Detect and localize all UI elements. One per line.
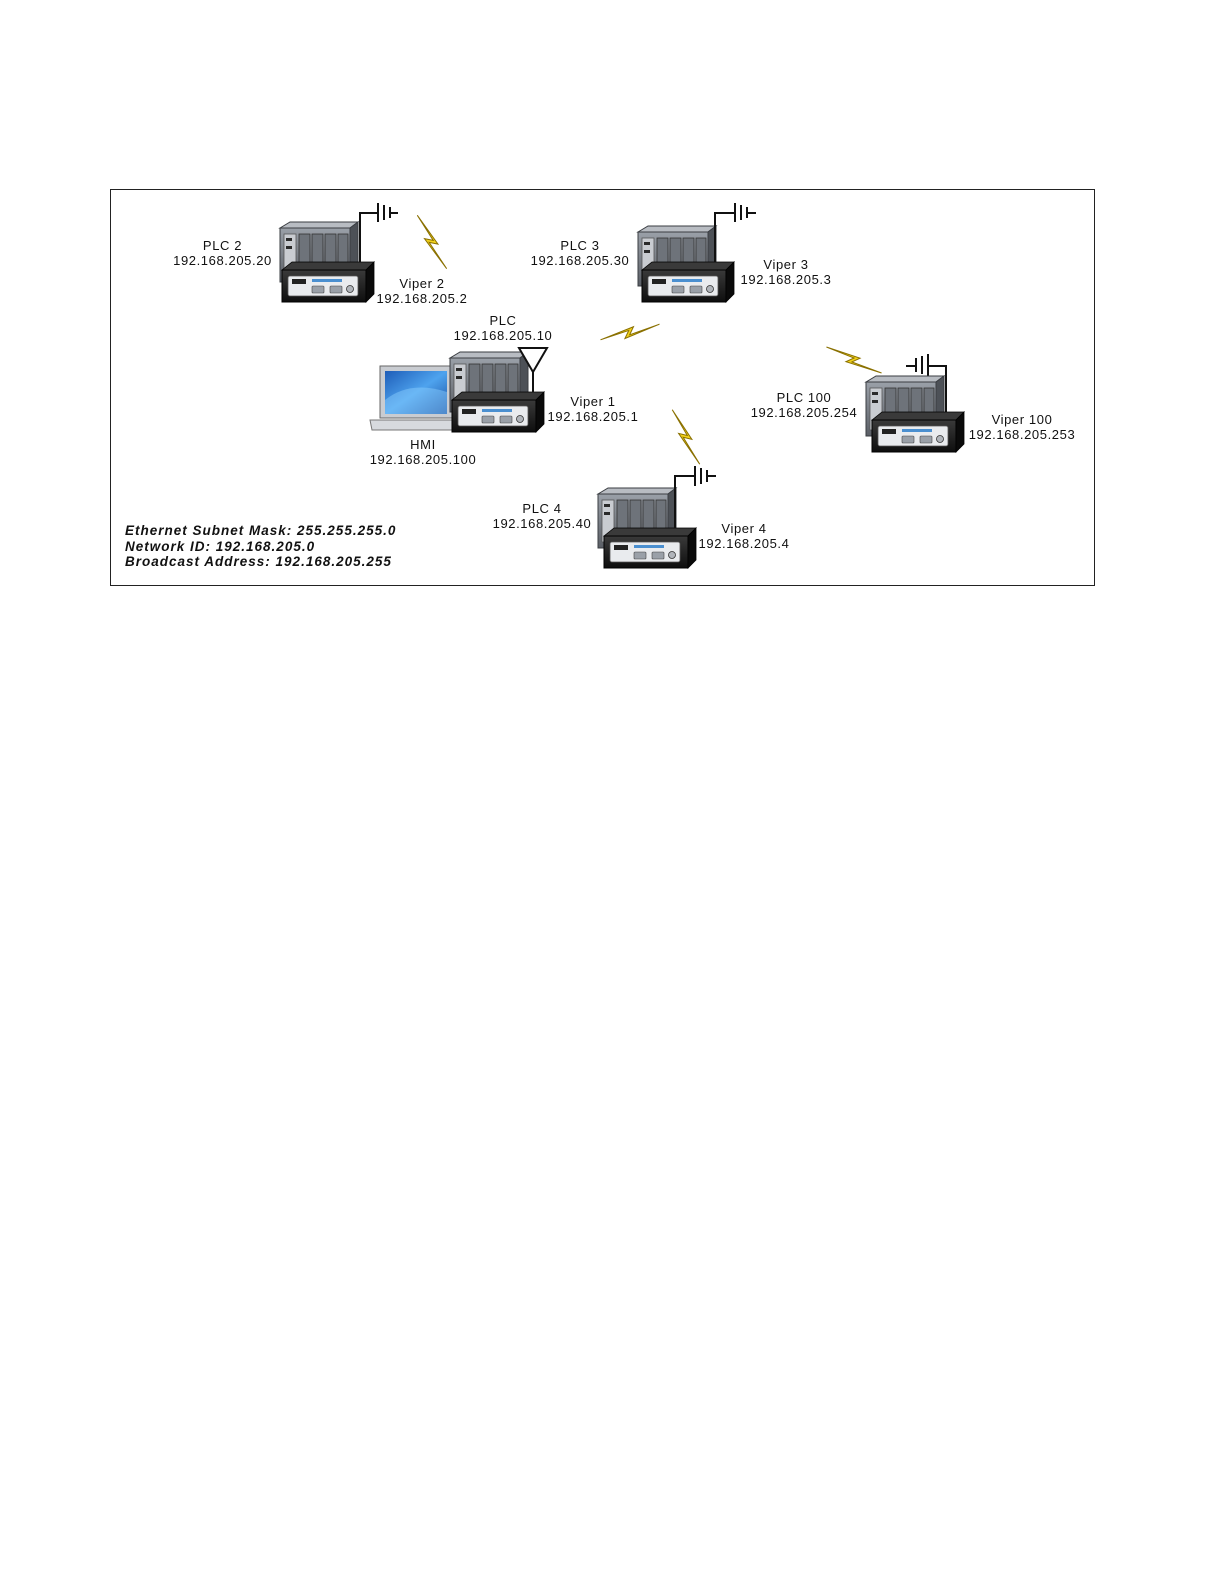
viper2-radio	[281, 261, 375, 303]
viper3-antenna	[714, 203, 756, 262]
viper4-ip: 192.168.205.4	[698, 536, 790, 551]
network-info: Ethernet Subnet Mask: 255.255.255.0 Netw…	[125, 523, 396, 570]
viper2-name: Viper 2	[399, 276, 445, 291]
plc3-ip: 192.168.205.30	[530, 253, 630, 268]
viper100-antenna	[906, 354, 947, 420]
viper3-name: Viper 3	[763, 257, 809, 272]
plc100-name: PLC 100	[776, 390, 832, 405]
plc2-ip: 192.168.205.20	[173, 253, 272, 268]
lightning-bolt-viper100	[825, 346, 883, 374]
network-id-text: Network ID: 192.168.205.0	[125, 538, 316, 554]
label-plc2: PLC 2 192.168.205.20	[165, 238, 280, 268]
plc2-name: PLC 2	[202, 238, 243, 253]
label-viper100: Viper 100 192.168.205.253	[960, 412, 1084, 442]
label-plc3: PLC 3 192.168.205.30	[522, 238, 638, 268]
hmi-laptop	[369, 365, 470, 431]
viper1-antenna	[517, 347, 549, 392]
label-plc100: PLC 100 192.168.205.254	[744, 390, 864, 420]
label-viper2: Viper 2 192.168.205.2	[368, 276, 476, 306]
viper4-antenna	[674, 466, 716, 528]
viper100-radio	[871, 411, 965, 453]
plc4-name: PLC 4	[522, 501, 562, 516]
lightning-bolt-viper2	[402, 214, 462, 270]
broadcast-address-text: Broadcast Address: 192.168.205.255	[125, 554, 392, 569]
viper1-ip: 192.168.205.1	[547, 409, 639, 424]
viper100-ip: 192.168.205.253	[968, 427, 1076, 442]
label-viper3: Viper 3 192.168.205.3	[734, 257, 838, 287]
label-hmi: HMI 192.168.205.100	[360, 437, 486, 467]
viper100-name: Viper 100	[991, 412, 1053, 427]
viper4-name: Viper 4	[721, 521, 767, 536]
plc4-ip: 192.168.205.40	[492, 516, 592, 531]
label-plc1: PLC 192.168.205.10	[444, 313, 562, 343]
label-plc4: PLC 4 192.168.205.40	[484, 501, 600, 531]
subnet-mask-text: Ethernet Subnet Mask: 255.255.255.0	[125, 523, 397, 538]
lightning-bolt-viper3	[600, 304, 660, 360]
lightning-bolt-viper4	[656, 409, 716, 465]
label-viper4: Viper 4 192.168.205.4	[692, 521, 796, 551]
hmi-ip: 192.168.205.100	[369, 452, 477, 467]
hmi-name: HMI	[410, 437, 436, 452]
viper4-radio	[603, 527, 697, 569]
viper1-name: Viper 1	[570, 394, 616, 409]
plc1-name: PLC	[489, 313, 517, 328]
label-viper1: Viper 1 192.168.205.1	[540, 394, 646, 424]
viper1-radio	[451, 391, 545, 433]
plc100-ip: 192.168.205.254	[750, 405, 858, 420]
viper3-ip: 192.168.205.3	[740, 272, 832, 287]
viper2-antenna	[359, 203, 398, 262]
plc1-ip: 192.168.205.10	[453, 328, 553, 343]
plc3-name: PLC 3	[560, 238, 600, 253]
viper3-radio	[641, 261, 735, 303]
viper2-ip: 192.168.205.2	[376, 291, 468, 306]
